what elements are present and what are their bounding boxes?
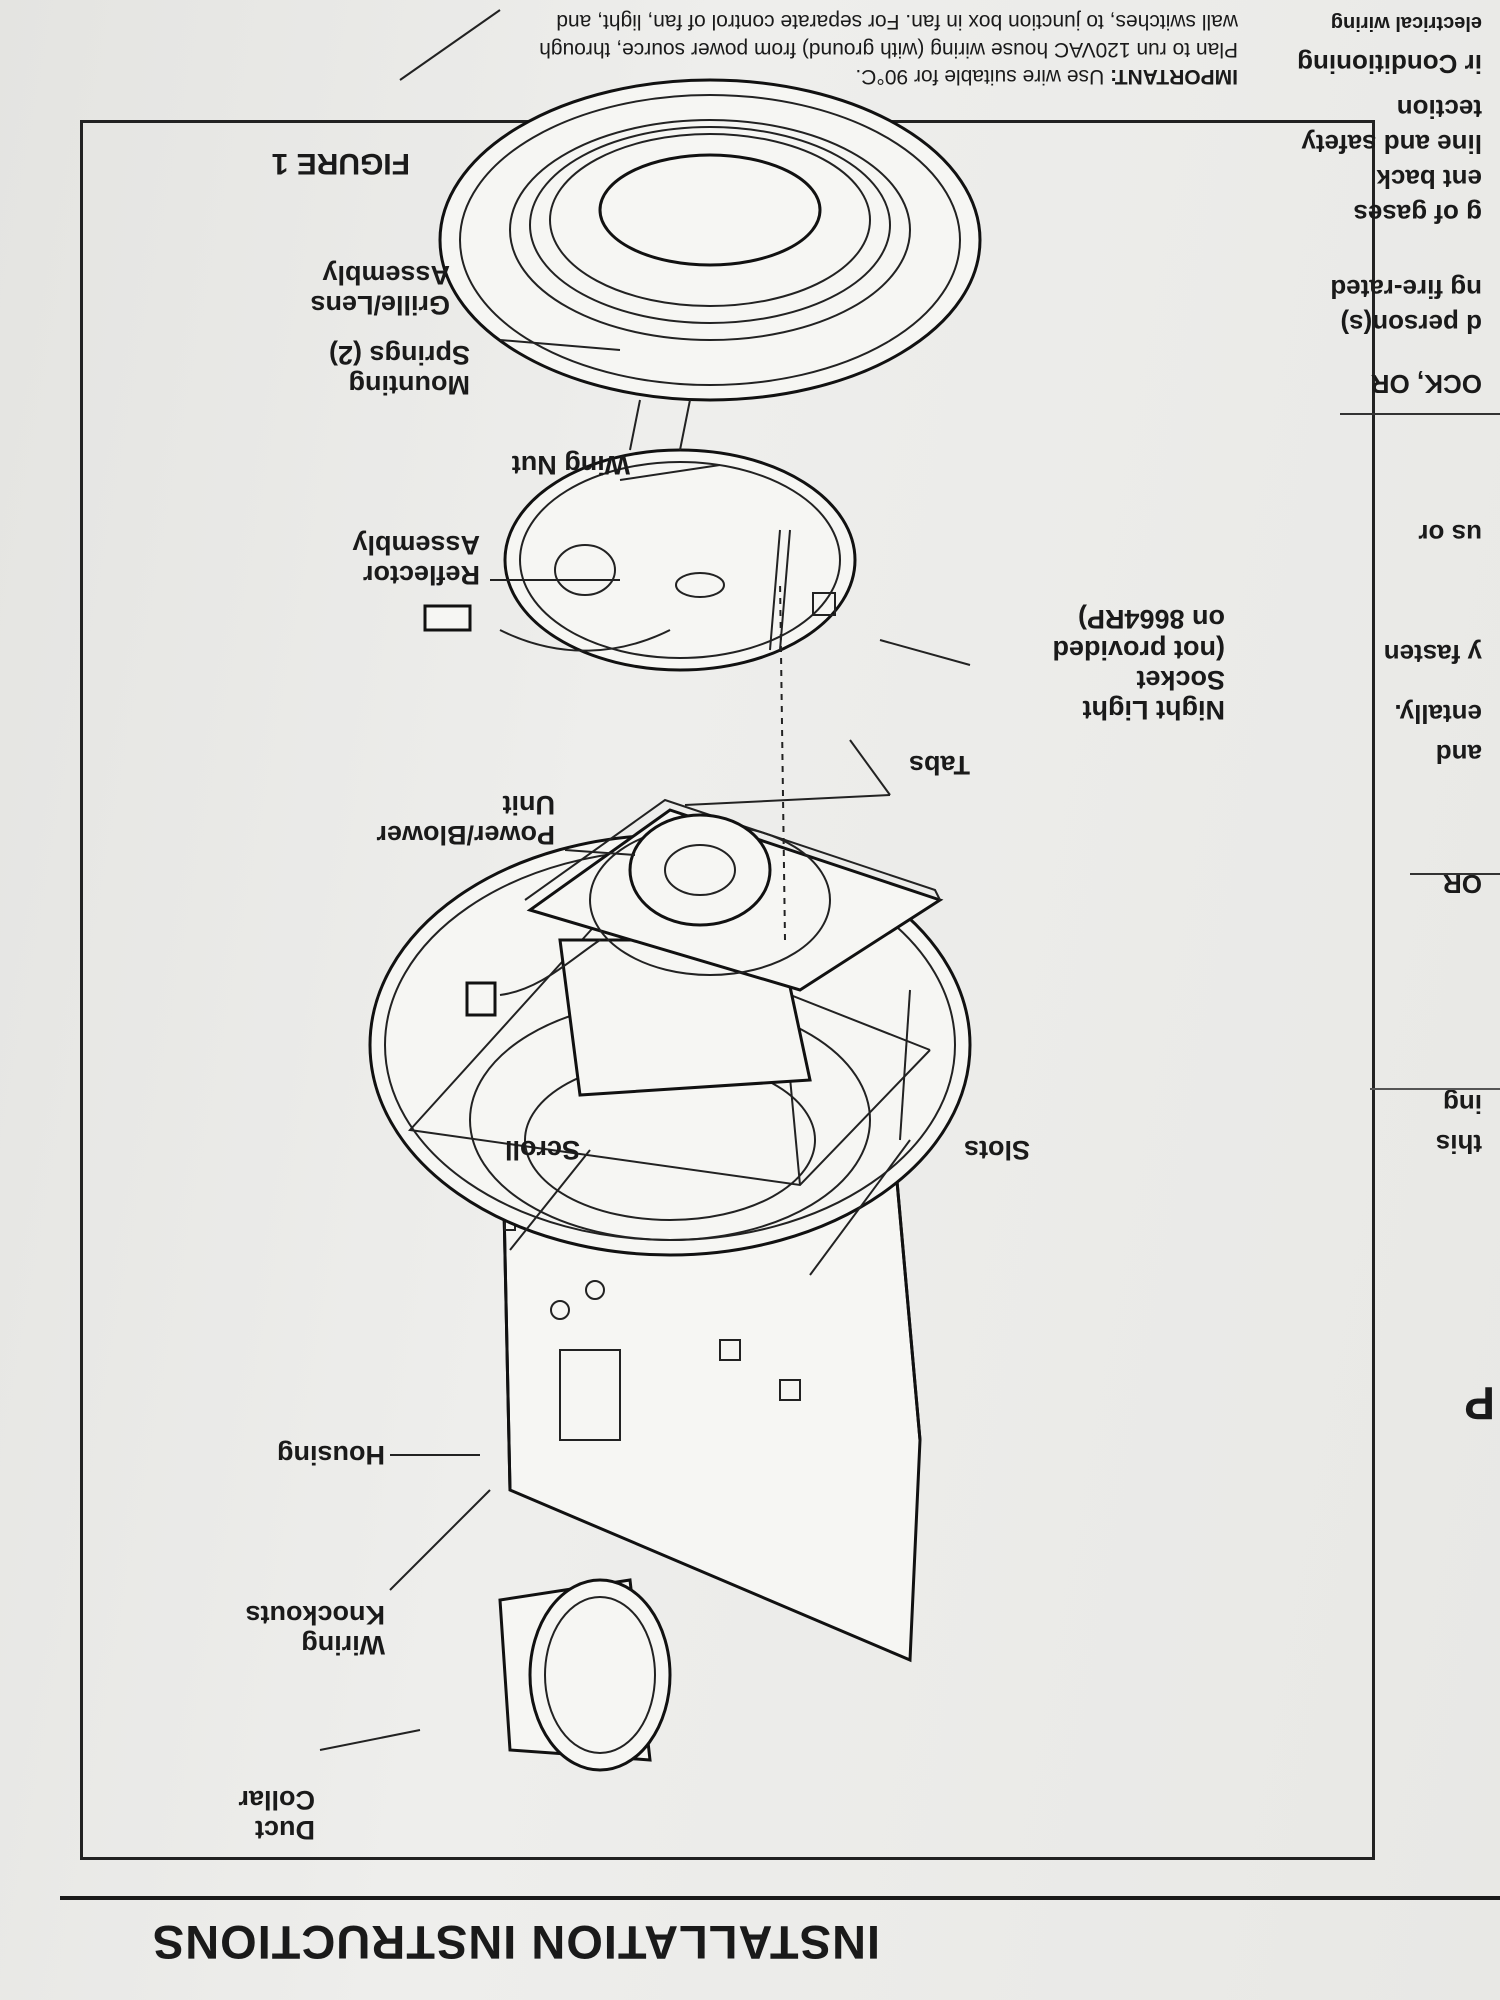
label-reflector: Reflector Assembly xyxy=(352,530,480,590)
side-text-3: and xyxy=(1435,739,1482,769)
note-line2: Plan to run 120VAC house wiring (with gr… xyxy=(539,37,1238,61)
label-reflector-line1: Reflector xyxy=(362,560,480,590)
side-text-9: ng fire-rated xyxy=(1330,274,1482,304)
duct-collar-part xyxy=(498,1578,672,1772)
side-rule-1 xyxy=(1410,873,1500,875)
side-text-15: electrical wiring xyxy=(1330,12,1482,34)
label-wiring-knockouts-line2: Knockouts xyxy=(245,1599,385,1630)
side-text-8: d person(s) xyxy=(1340,309,1482,339)
label-grille-lens: Grille/Lens Assembly xyxy=(310,260,450,320)
leader-lines xyxy=(319,9,971,1751)
label-grille-lens-line1: Grille/Lens xyxy=(310,290,450,320)
label-night-light-line3: (not provided xyxy=(1052,634,1225,665)
side-text-7: OCK, OR xyxy=(1370,369,1482,399)
side-text-5: y fasten xyxy=(1383,639,1482,669)
label-night-light-line4: on 8664RP) xyxy=(1077,604,1225,635)
label-slots: Slots xyxy=(963,1135,1030,1165)
side-text-1: ing xyxy=(1443,1089,1482,1119)
side-text-11: ent back xyxy=(1376,164,1483,194)
label-night-light-line2: Socket xyxy=(1136,664,1225,695)
label-night-light-line1: Night Light xyxy=(1082,695,1225,725)
label-power-blower-line2: Unit xyxy=(502,789,555,820)
note-line1: Use wire suitable for 90°C. xyxy=(855,65,1105,88)
side-text-13: tection xyxy=(1396,94,1482,124)
label-tabs: Tabs xyxy=(908,750,970,780)
label-wing-nut: Wing Nut xyxy=(511,450,630,480)
side-text-4: entally. xyxy=(1394,699,1482,729)
label-reflector-line2: Assembly xyxy=(352,529,480,560)
note-lead: IMPORTANT: xyxy=(1110,65,1238,88)
side-rule-2 xyxy=(1340,413,1500,415)
label-duct-collar-line2: Collar xyxy=(238,1784,315,1815)
label-power-blower: Power/Blower Unit xyxy=(376,790,555,850)
label-grille-lens-line2: Assembly xyxy=(322,259,450,290)
label-wiring-knockouts-line1: Wiring xyxy=(301,1630,385,1660)
figure-caption: FIGURE 1 xyxy=(271,147,410,180)
label-housing: Housing xyxy=(277,1440,385,1470)
label-power-blower-line1: Power/Blower xyxy=(376,820,555,850)
grille-lens-part xyxy=(438,78,982,451)
side-text-14: ir Conditioning xyxy=(1297,49,1482,79)
label-scroll: Scroll xyxy=(504,1135,580,1165)
label-mounting-springs-line2: Springs (2) xyxy=(328,339,470,370)
label-duct-collar-line1: Duct xyxy=(255,1815,315,1845)
label-duct-collar: Duct Collar xyxy=(238,1785,315,1845)
note-line3: wall switches, to junction box in fan. F… xyxy=(556,10,1238,34)
side-text-0: this xyxy=(1435,1129,1482,1159)
side-rule-3 xyxy=(1370,1088,1500,1090)
side-heading: P xyxy=(1464,1377,1495,1429)
label-night-light: Night Light Socket (not provided on 8664… xyxy=(1053,604,1225,725)
side-text-10: g of gases xyxy=(1353,199,1482,229)
label-wiring-knockouts: Wiring Knockouts xyxy=(245,1600,385,1660)
side-text-12: line and safety xyxy=(1301,129,1482,159)
important-note: IMPORTANT: Use wire suitable for 90°C. P… xyxy=(238,8,1238,90)
side-text-6: us or xyxy=(1418,519,1482,549)
label-mounting-springs: Mounting Springs (2) xyxy=(329,340,470,400)
reflector-part xyxy=(423,448,857,672)
label-mounting-springs-line1: Mounting xyxy=(348,370,470,400)
